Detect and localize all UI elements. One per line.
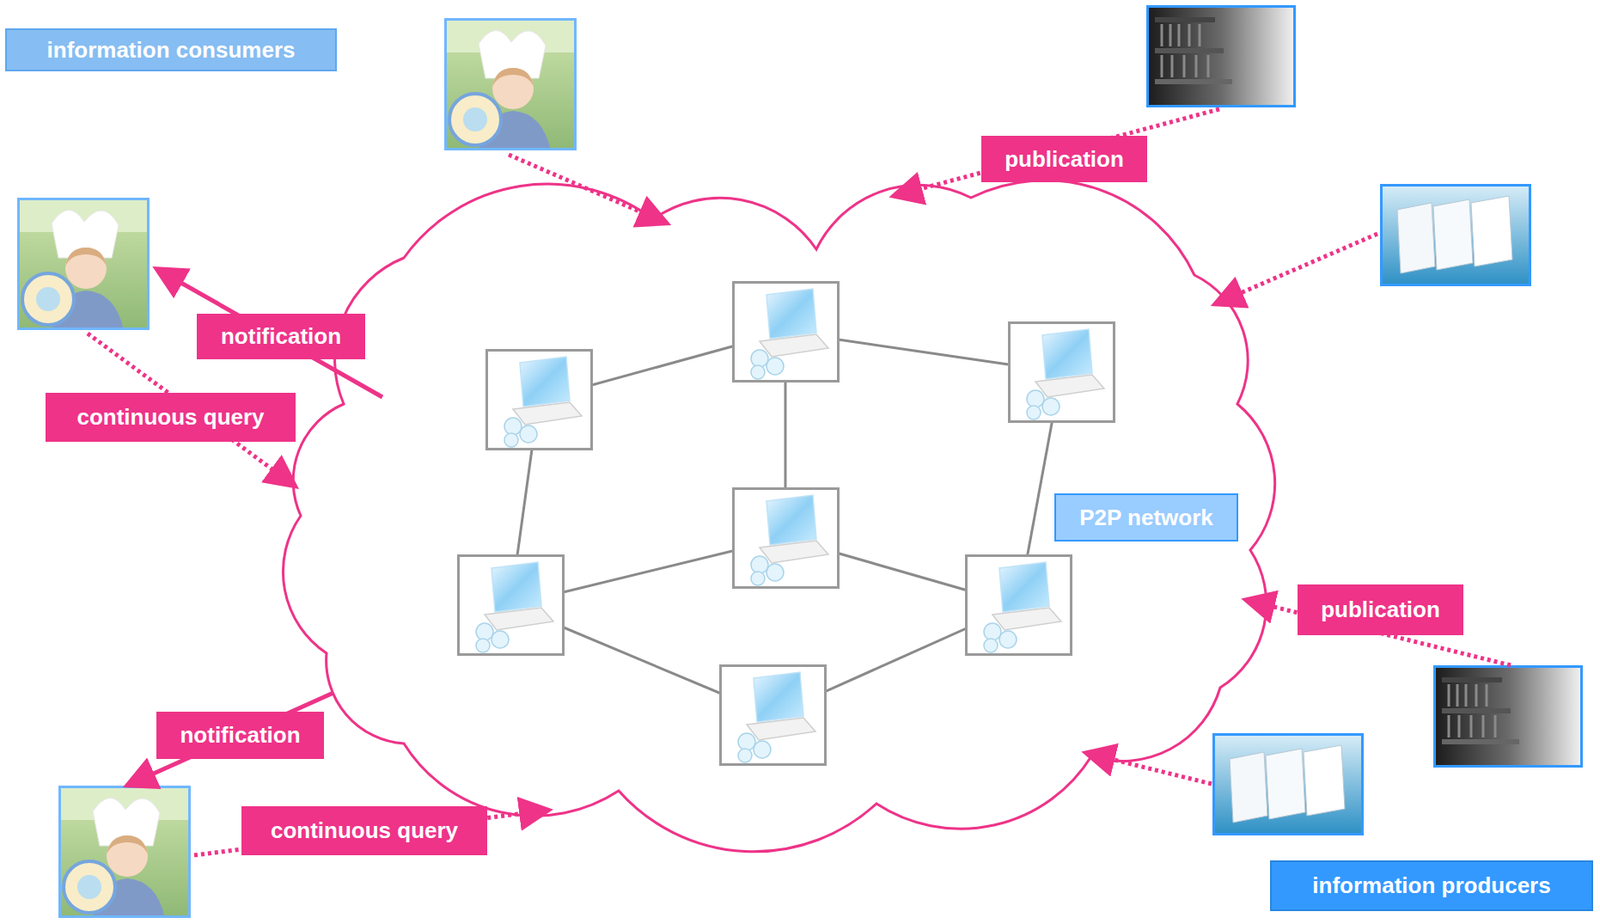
- flow-label: publication: [1297, 584, 1464, 636]
- label-text: publication: [1320, 597, 1441, 623]
- peer-links: [510, 331, 1062, 715]
- label-text: continuous query: [270, 818, 459, 843]
- label-text: P2P network: [1079, 505, 1214, 531]
- network-label: P2P network: [1054, 493, 1239, 542]
- label-text: notification: [179, 722, 300, 748]
- producer-photos: [1146, 5, 1583, 836]
- flow-label: publication: [981, 135, 1148, 183]
- flow-label: continuous query: [241, 806, 488, 855]
- group-label: information consumers: [5, 28, 337, 72]
- label-text: publication: [1004, 146, 1124, 172]
- label-text: information consumers: [47, 37, 296, 63]
- flow-label: notification: [156, 711, 324, 759]
- consumer-photos: [17, 18, 577, 918]
- flow-label: continuous query: [45, 392, 296, 442]
- peer-icons: [458, 282, 1115, 765]
- label-text: notification: [220, 323, 342, 349]
- group-label: information producers: [1270, 860, 1594, 911]
- network-cloud: [282, 180, 1275, 852]
- label-text: continuous query: [76, 404, 264, 430]
- label-text: information producers: [1312, 873, 1551, 898]
- flow-label: notification: [196, 313, 366, 360]
- flow-arrows: [87, 109, 1511, 855]
